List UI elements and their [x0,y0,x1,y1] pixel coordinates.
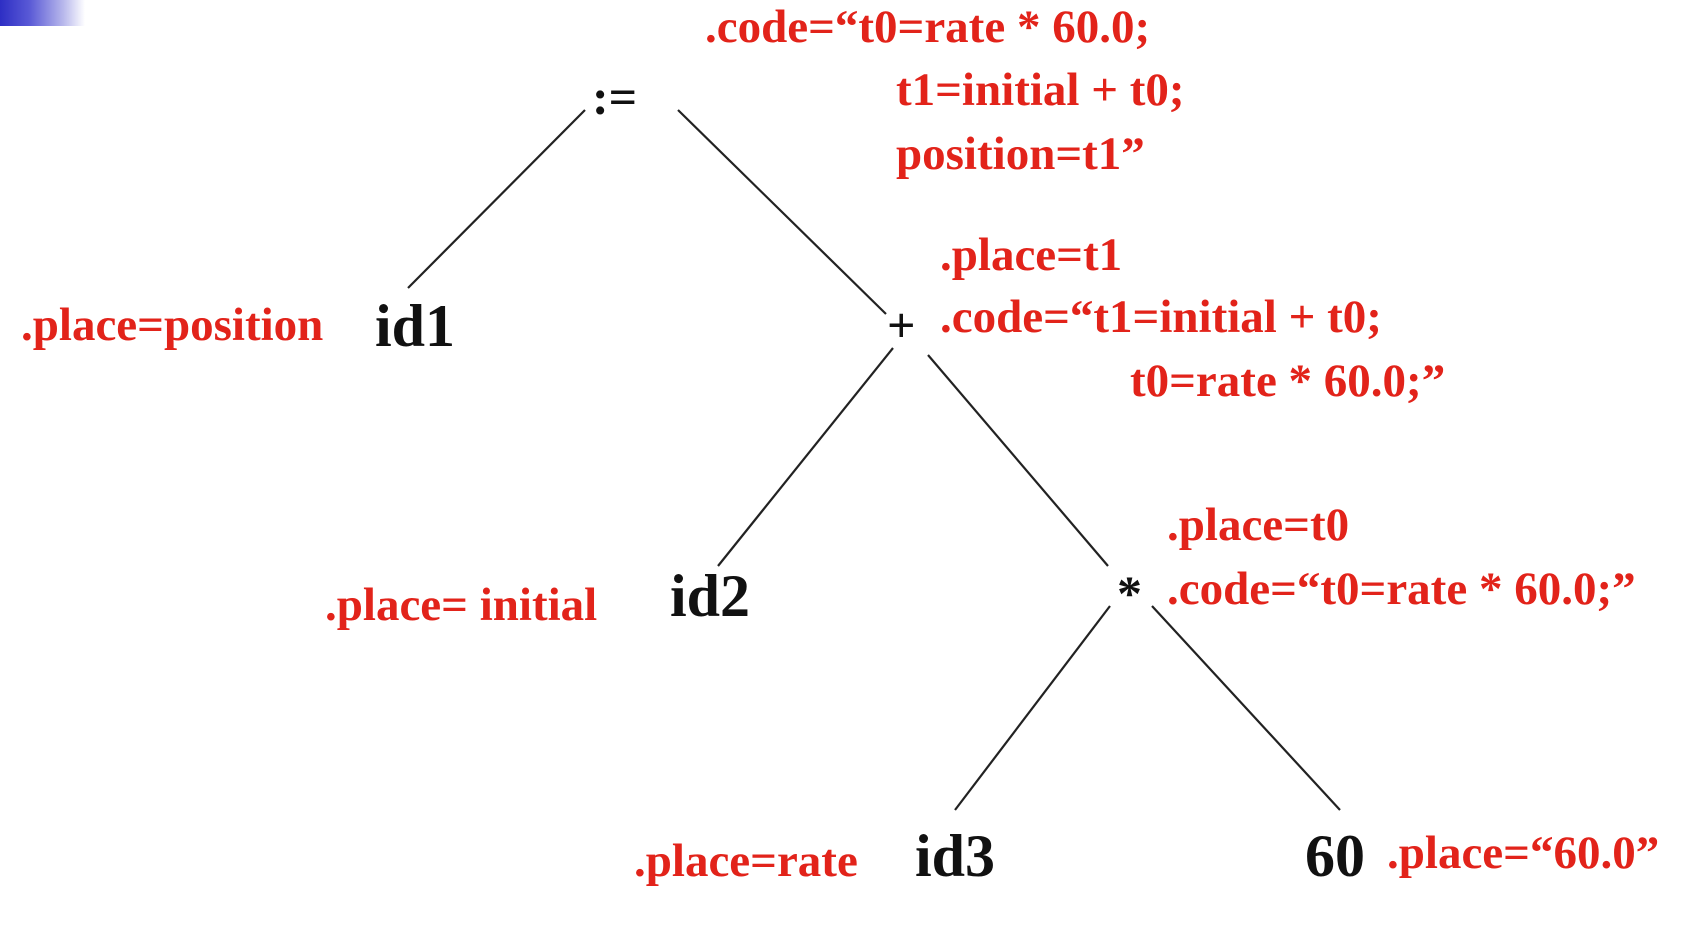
edge-plus-id2 [717,347,894,567]
assign-node: := [592,69,638,125]
id3-node: id3 [915,823,996,889]
slide-corner-accent [0,0,85,26]
edge-times-60 [1151,605,1341,811]
edge-assign-id1 [407,109,586,289]
edge-plus-times [927,354,1109,567]
num60-node: 60 [1305,823,1365,889]
id1-node: id1 [375,293,456,359]
id2-node: id2 [670,563,751,629]
times-place-attribute: .place=t0 [1167,499,1350,551]
edge-assign-plus [677,109,887,315]
plus-place-attribute: .place=t1 [940,229,1123,281]
id1-place-attribute: .place=position [21,299,324,351]
times-code-attribute: .code=“t0=rate * 60.0;” [1167,563,1636,615]
plus-node: + [887,297,916,353]
assign-code-line-2: t1=initial + t0; [896,64,1185,116]
times-node: * [1117,565,1142,621]
id2-place-attribute: .place= initial [325,579,598,631]
plus-code-line-2: t0=rate * 60.0;” [1130,355,1446,407]
assign-code-line-3: position=t1” [896,128,1145,180]
edge-times-id3 [954,605,1111,811]
plus-code-line-1: .code=“t1=initial + t0; [940,291,1382,343]
num60-place-attribute: .place=“60.0” [1387,827,1660,879]
id3-place-attribute: .place=rate [634,835,858,887]
assign-code-line-1: .code=“t0=rate * 60.0; [705,1,1151,53]
